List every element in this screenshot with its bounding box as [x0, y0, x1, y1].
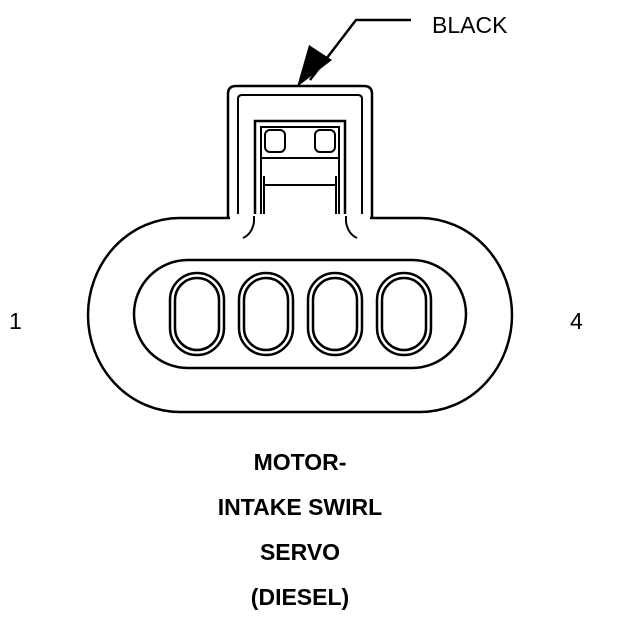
title-line: SERVO: [259, 539, 341, 565]
terminal-cavities: [168, 271, 433, 357]
title-line: INTAKE SWIRL: [217, 494, 383, 520]
terminal-cavity-inner: [311, 276, 359, 352]
title-line: (DIESEL): [250, 584, 350, 610]
callout-label: BLACK: [432, 12, 508, 38]
callout-leader: [309, 18, 411, 81]
terminal-cavity: [306, 271, 364, 357]
latch-flange-right: [345, 216, 358, 239]
pin-label-first: 1: [9, 308, 22, 334]
terminal-cavity: [237, 271, 295, 357]
connector-diagram: BLACK 1 4 MOTOR- INTAKE SWIRL SERVO (DIE…: [9, 12, 583, 610]
terminal-cavity-inner: [380, 276, 428, 352]
terminal-cavity: [168, 271, 226, 357]
terminal-cavity: [375, 271, 433, 357]
connector-title: MOTOR- INTAKE SWIRL SERVO (DIESEL): [150, 440, 450, 620]
connector-latch: [226, 84, 374, 228]
callout-arrow-icon: [297, 45, 332, 87]
title-line: MOTOR-: [253, 449, 347, 475]
latch-flange-left: [242, 216, 255, 239]
connector-drawing: [86, 18, 514, 414]
terminal-cavity-inner: [173, 276, 221, 352]
terminal-cavity-inner: [242, 276, 290, 352]
pin-label-last: 4: [570, 308, 583, 334]
